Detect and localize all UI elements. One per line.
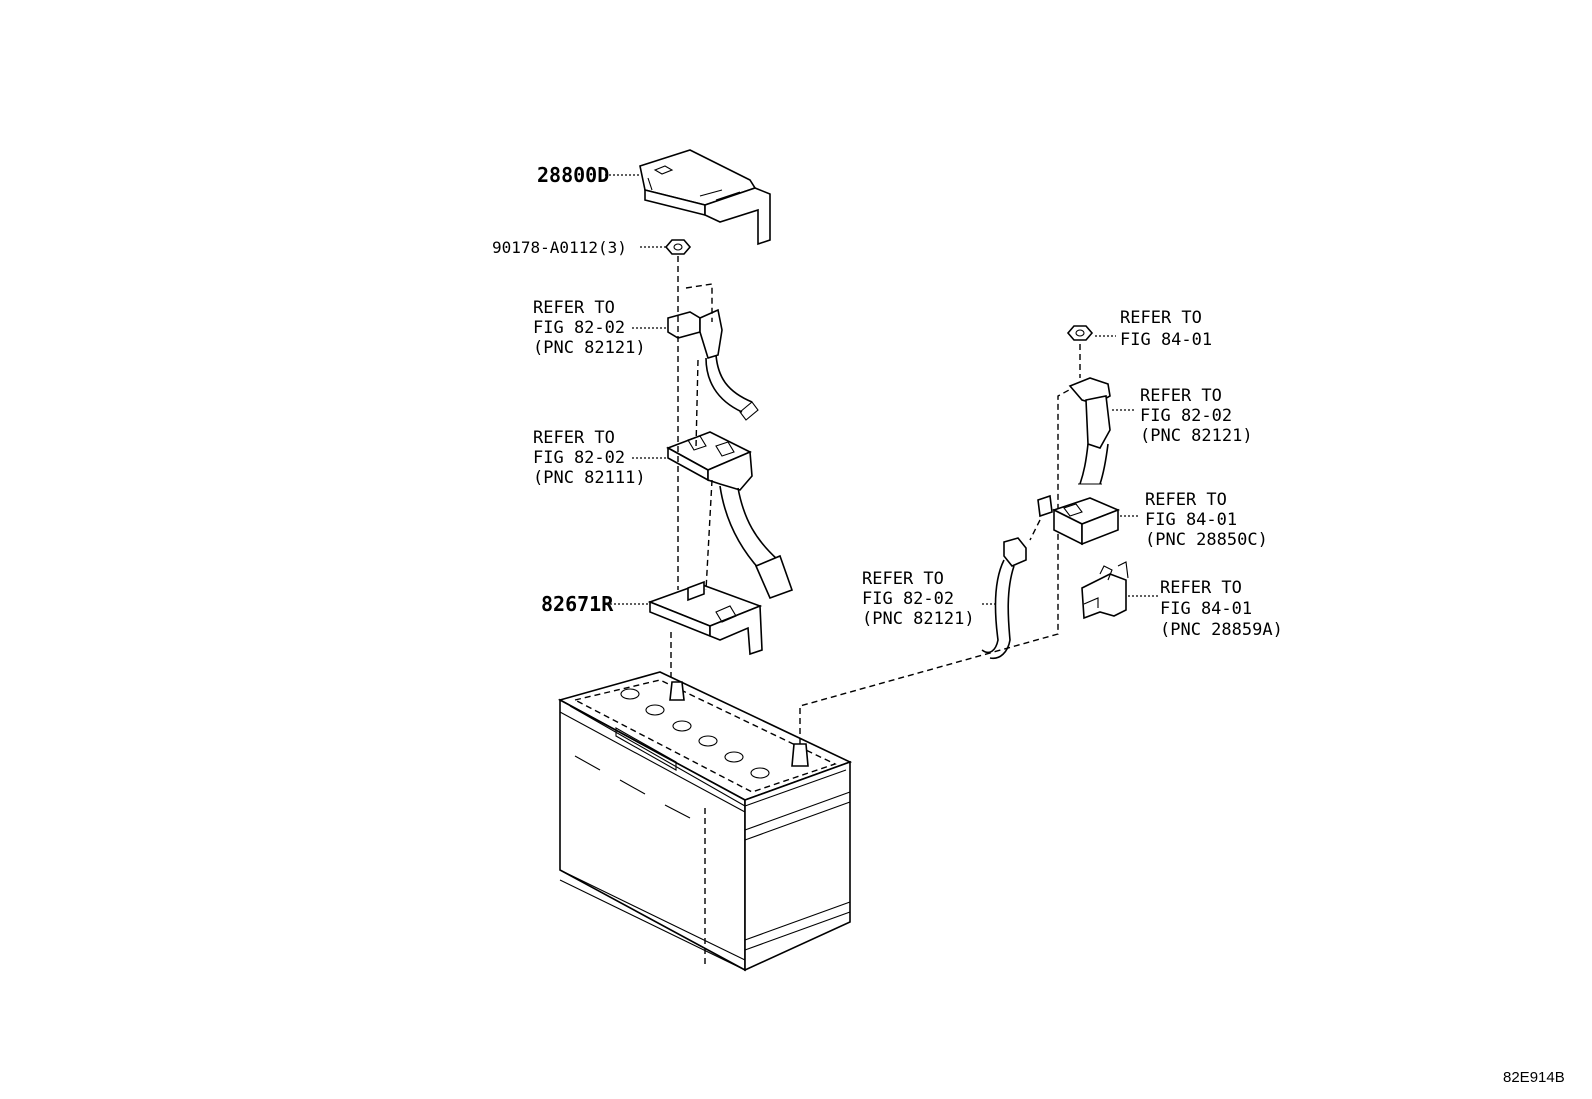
battery-part[interactable] <box>557 671 853 972</box>
svg-text:REFER TO: REFER TO <box>1140 386 1222 406</box>
svg-text:(PNC 82111): (PNC 82111) <box>533 468 646 488</box>
reference-note-pnc-82121-upper: REFER TO FIG 82-02 (PNC 82121) <box>533 298 646 358</box>
reference-note-pnc-28859a: REFER TO FIG 84-01 (PNC 28859A) <box>1160 578 1283 640</box>
svg-text:FIG 82-02: FIG 82-02 <box>1140 406 1232 426</box>
svg-text:FIG 84-01: FIG 84-01 <box>1160 599 1252 619</box>
svg-text:FIG 82-02: FIG 82-02 <box>862 589 954 609</box>
svg-text:REFER TO: REFER TO <box>533 428 615 448</box>
positive-terminal-cable-part[interactable] <box>667 308 759 421</box>
fusible-link-block-part[interactable] <box>666 431 794 600</box>
svg-text:FIG 84-01: FIG 84-01 <box>1145 510 1237 530</box>
svg-text:REFER TO: REFER TO <box>533 298 615 318</box>
negative-terminal-cable-part[interactable] <box>1068 377 1111 485</box>
svg-text:(PNC 28859A): (PNC 28859A) <box>1160 620 1283 640</box>
reference-note-pnc-82121-harness: REFER TO FIG 82-02 (PNC 82121) <box>862 569 975 629</box>
reference-note-pnc-82111: REFER TO FIG 82-02 (PNC 82111) <box>533 428 646 488</box>
svg-text:REFER TO: REFER TO <box>862 569 944 589</box>
svg-text:FIG 84-01: FIG 84-01 <box>1120 330 1212 350</box>
diagram-code: 82E914B <box>1503 1069 1565 1086</box>
reference-note-pnc-28850c: REFER TO FIG 84-01 (PNC 28850C) <box>1145 490 1268 550</box>
negative-terminal-nut-part[interactable] <box>1066 325 1094 341</box>
reference-note-fig-84-01-nut: REFER TO FIG 84-01 <box>1120 308 1212 350</box>
reference-note-pnc-82121-right: REFER TO FIG 82-02 (PNC 82121) <box>1140 386 1253 446</box>
svg-text:FIG 82-02: FIG 82-02 <box>533 318 625 338</box>
svg-text:(PNC 28850C): (PNC 28850C) <box>1145 530 1268 550</box>
svg-text:REFER TO: REFER TO <box>1160 578 1242 598</box>
battery-cover-part[interactable] <box>639 149 771 246</box>
svg-text:REFER TO: REFER TO <box>1120 308 1202 328</box>
svg-text:(PNC 82121): (PNC 82121) <box>862 609 975 629</box>
sensor-bracket-part[interactable] <box>1081 561 1129 620</box>
battery-current-sensor-part[interactable] <box>1037 494 1121 546</box>
part-number-bracket[interactable]: 82671R <box>541 592 614 616</box>
part-number-cover[interactable]: 28800D <box>537 163 609 187</box>
sensor-wire-harness-part[interactable] <box>981 537 1027 660</box>
nut-part[interactable] <box>664 239 692 255</box>
svg-text:(PNC 82121): (PNC 82121) <box>533 338 646 358</box>
svg-text:(PNC 82121): (PNC 82121) <box>1140 426 1253 446</box>
battery-clamp-bracket-part[interactable] <box>647 580 763 656</box>
svg-text:FIG 82-02: FIG 82-02 <box>533 448 625 468</box>
part-number-nut[interactable]: 90178-A0112(3) <box>492 238 627 257</box>
svg-text:REFER TO: REFER TO <box>1145 490 1227 510</box>
